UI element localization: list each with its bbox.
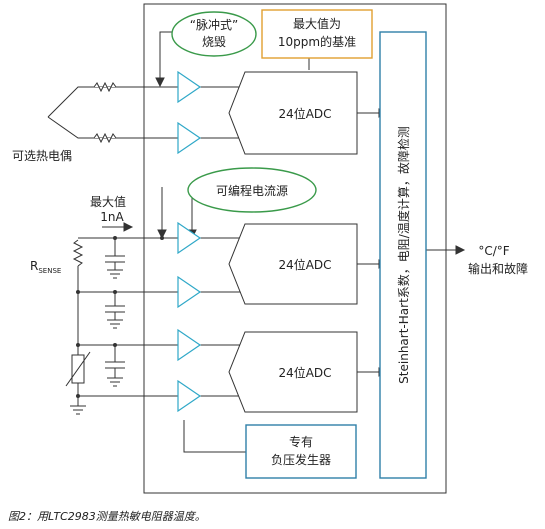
amplifier-6 [177,379,202,413]
adc-label-3: 24位ADC [278,365,331,380]
negative-voltage-generator [245,424,357,479]
negative-generator-label-2: 负压发生器 [271,452,331,467]
adc-label-1: 24位ADC [278,106,331,121]
adc-block-3 [228,331,358,413]
amplifier-4 [177,275,202,309]
processing-block [379,31,427,479]
reference-block [261,9,373,59]
thermocouple-wire [47,86,180,118]
reference-label: 最大值为 [293,16,341,31]
rsense-label: RSENSE [30,259,61,275]
processing-label: Steinhart-Hart系数，电阻/温度计算，故障检测 [396,126,411,384]
output-label: 输出和故障 [468,261,528,276]
current-source-ellipse [187,167,317,213]
max-current-label: 最大值 [90,194,126,209]
figure-caption: 图2：用LTC2983测量热敏电阻器温度。 [8,510,206,523]
rsense-resistor [72,239,84,267]
adc-block-2 [228,223,358,305]
amplifier-1 [177,70,202,104]
amplifier-3 [177,221,202,255]
burnout-label-2: 烧毁 [202,34,226,49]
adc-block-1 [228,71,358,155]
output-units: °C/°F [478,244,509,258]
reference-label-2: 10ppm的基准 [278,34,356,49]
current-source-label: 可编程电流源 [216,183,288,198]
thermocouple-label: 可选热电偶 [12,149,72,163]
burnout-ellipse [171,11,257,57]
amplifier-5 [177,328,202,362]
chip-outline [143,3,447,494]
negative-generator-label: 专有 [289,434,313,449]
amplifier-2 [177,121,202,155]
thermocouple-resistor-1 [93,81,117,93]
thermocouple-resistor-2 [93,132,117,144]
burnout-label: “脉冲式” [190,17,238,32]
adc-label-2: 24位ADC [278,257,331,272]
max-current-value: 1nA [100,210,124,224]
